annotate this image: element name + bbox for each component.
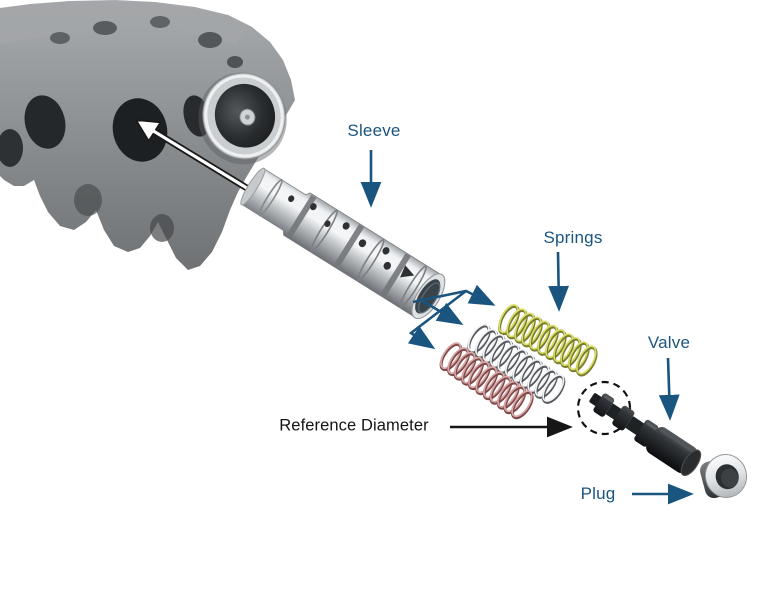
sleeve-hole	[382, 247, 390, 255]
reference-diameter-label: Reference Diameter	[279, 416, 429, 435]
plug-part	[700, 454, 748, 499]
bore-opening-small	[24, 95, 66, 149]
springs-pointer-arrow	[548, 251, 570, 312]
sleeve-hole	[288, 195, 295, 203]
casting-pocket	[50, 32, 70, 44]
casting-arch-shadow	[74, 184, 102, 216]
spring-connector-arrows	[407, 284, 496, 350]
connector-to-white-spring	[418, 297, 464, 325]
sleeve-hole	[324, 220, 331, 228]
piston-cover	[198, 72, 287, 165]
reference-dashed-circle	[576, 380, 632, 436]
sleeve-part	[240, 167, 446, 320]
sleeve-hole	[358, 239, 367, 248]
casting-pocket	[227, 56, 243, 68]
sleeve-hole	[383, 261, 391, 270]
casting-pocket	[198, 32, 222, 48]
valve-label: Valve	[647, 333, 691, 352]
springs-label: Springs	[543, 228, 603, 247]
valve-pointer-arrow	[658, 357, 680, 421]
sleeve-bore	[415, 279, 441, 314]
casting-arch-shadow	[150, 214, 174, 242]
sleeve-hole	[342, 222, 350, 230]
valve-end-face	[680, 449, 702, 476]
sleeve-label: Sleeve	[347, 121, 401, 140]
valve-part	[589, 393, 702, 476]
bore-opening-left-edge	[0, 129, 23, 167]
plug-label: Plug	[580, 484, 616, 503]
sleeve-hole	[400, 265, 415, 278]
sleeve-hole	[310, 203, 317, 211]
casting-pocket	[93, 21, 117, 35]
casting-pocket	[150, 16, 170, 28]
bore-opening-target	[112, 98, 168, 162]
